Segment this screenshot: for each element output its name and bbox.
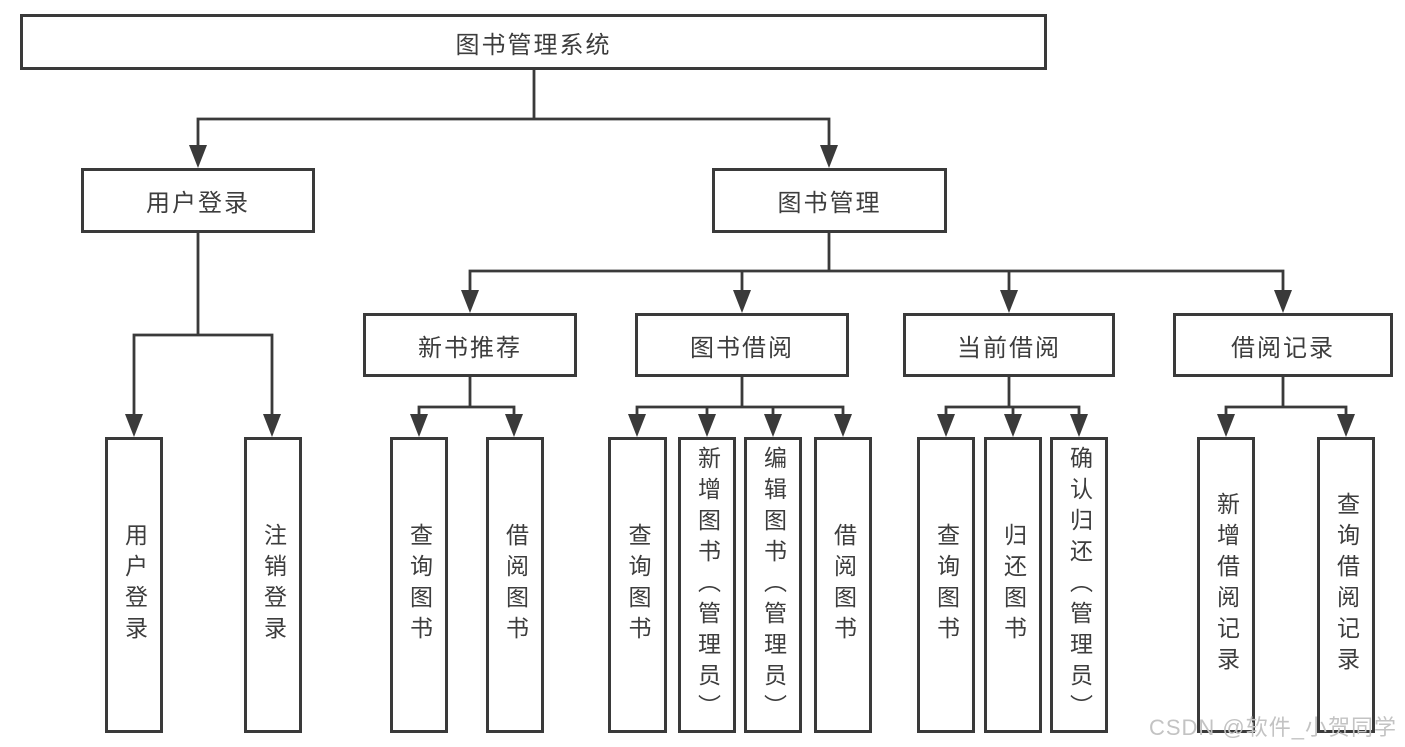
- leaf-confirm-return-admin: 确认归还（管理员）: [1050, 437, 1108, 733]
- fork-root: [196, 70, 831, 147]
- arrowhead-icon: [1274, 290, 1292, 313]
- fork-book-borrowing: [635, 377, 845, 415]
- leaf-borrow-books-recommend: 借阅图书: [486, 437, 544, 733]
- arrowheads: [125, 145, 1355, 437]
- arrowhead-icon: [410, 414, 428, 437]
- arrowhead-icon: [1217, 414, 1235, 437]
- fork-book-management: [468, 233, 1285, 292]
- fork-borrowing-records: [1224, 377, 1348, 415]
- node-book-borrowing: 图书借阅: [635, 313, 849, 377]
- arrowhead-icon: [698, 414, 716, 437]
- arrowhead-icon: [461, 290, 479, 313]
- leaf-query-books-recommend: 查询图书: [390, 437, 448, 733]
- node-current-borrowing: 当前借阅: [903, 313, 1115, 377]
- leaf-add-borrow-record: 新增借阅记录: [1197, 437, 1255, 733]
- leaf-borrow-books-borrowing: 借阅图书: [814, 437, 872, 733]
- arrowhead-icon: [628, 414, 646, 437]
- node-borrowing-records: 借阅记录: [1173, 313, 1393, 377]
- arrowhead-icon: [189, 145, 207, 168]
- leaf-query-books-borrowing: 查询图书: [608, 437, 667, 733]
- leaf-return-books: 归还图书: [984, 437, 1042, 733]
- leaf-query-borrow-record: 查询借阅记录: [1317, 437, 1375, 733]
- arrowhead-icon: [263, 414, 281, 437]
- arrowhead-icon: [733, 290, 751, 313]
- arrowhead-icon: [764, 414, 782, 437]
- leaf-add-book-admin: 新增图书（管理员）: [678, 437, 736, 733]
- arrowhead-icon: [1000, 290, 1018, 313]
- arrowhead-icon: [820, 145, 838, 168]
- node-user-login: 用户登录: [81, 168, 315, 233]
- arrowhead-icon: [125, 414, 143, 437]
- node-book-management: 图书管理: [712, 168, 947, 233]
- fork-new-book: [417, 377, 516, 415]
- fork-current-borrowing: [944, 377, 1081, 415]
- leaf-logout: 注销登录: [244, 437, 302, 733]
- arrowhead-icon: [505, 414, 523, 437]
- csdn-watermark: CSDN @软件_小贺同学: [1148, 715, 1397, 740]
- leaf-edit-book-admin: 编辑图书（管理员）: [744, 437, 802, 733]
- arrowhead-icon: [1337, 414, 1355, 437]
- arrowhead-icon: [1070, 414, 1088, 437]
- fork-user-login: [132, 233, 274, 416]
- leaf-user-login: 用户登录: [105, 437, 163, 733]
- leaf-query-books-current: 查询图书: [917, 437, 975, 733]
- node-new-book-recommendation: 新书推荐: [363, 313, 577, 377]
- arrowhead-icon: [937, 414, 955, 437]
- arrowhead-icon: [834, 414, 852, 437]
- arrowhead-icon: [1004, 414, 1022, 437]
- node-root: 图书管理系统: [20, 14, 1047, 70]
